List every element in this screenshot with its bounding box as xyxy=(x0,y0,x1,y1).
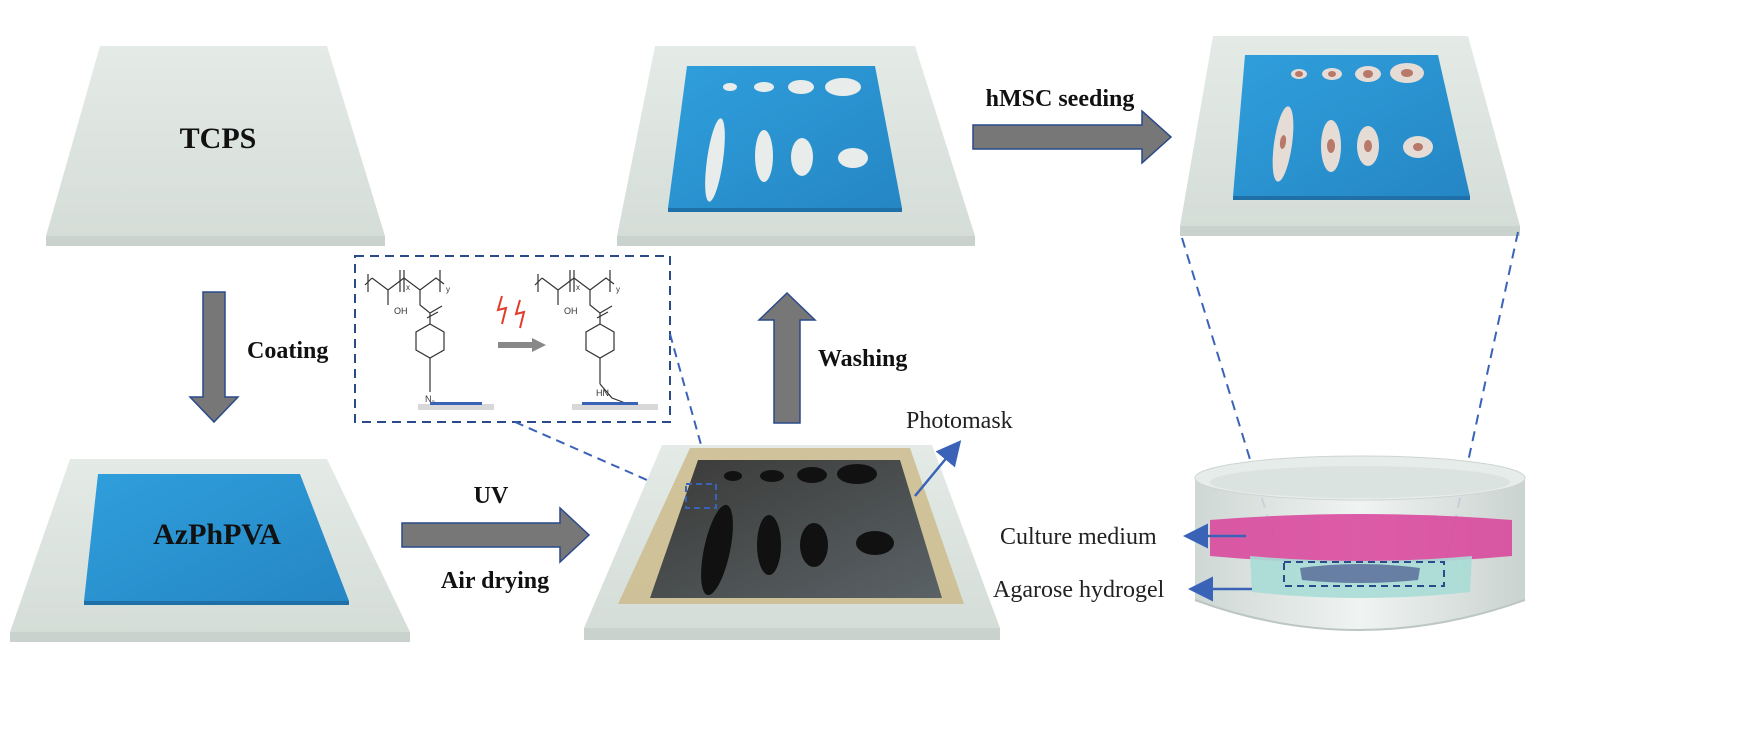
x-label-right: x xyxy=(576,283,580,292)
tcps-label: TCPS xyxy=(180,122,257,155)
cell xyxy=(1390,63,1424,83)
cell xyxy=(1322,68,1342,80)
dish-zoom-box xyxy=(1283,561,1445,587)
culture-dish xyxy=(1194,455,1526,631)
azphpva-label: AzPhPVA xyxy=(153,518,281,551)
culture-medium-label: Culture medium xyxy=(1000,524,1157,550)
washing-label: Washing xyxy=(818,346,907,372)
crosslinked-structure xyxy=(534,270,629,405)
patterned-film xyxy=(668,66,902,208)
photomask-dark-layer xyxy=(650,460,942,598)
photomask-label: Photomask xyxy=(906,408,1013,434)
uv-label: UV xyxy=(474,483,509,509)
coating-arrow xyxy=(188,291,240,424)
chemistry-inset: OH x y N3 OH x y HN xyxy=(354,255,671,423)
coating-label: Coating xyxy=(247,338,328,364)
seeded-substrate xyxy=(1180,36,1520,236)
uv-arrow xyxy=(401,506,591,564)
x-label-left: x xyxy=(406,283,410,292)
tcps-substrate xyxy=(46,46,385,246)
azphpva-substrate xyxy=(10,459,410,642)
azphpva-film xyxy=(84,474,349,601)
cell xyxy=(1321,120,1341,172)
air-drying-label: Air drying xyxy=(441,568,549,594)
zoom-box xyxy=(685,483,717,509)
hn-label: HN xyxy=(596,388,609,398)
uv-lightning-icon xyxy=(496,295,526,329)
cell xyxy=(1291,69,1307,79)
cell xyxy=(1357,126,1379,166)
y-label-left: y xyxy=(446,285,450,294)
cell xyxy=(1355,66,1381,82)
agarose-hydrogel-label: Agarose hydrogel xyxy=(993,577,1165,603)
reaction-arrow xyxy=(498,338,546,352)
patterned-substrate xyxy=(617,46,975,246)
hmsc-seeding-arrow xyxy=(972,109,1173,165)
seeded-film xyxy=(1233,55,1470,196)
oh-label-right: OH xyxy=(564,306,578,316)
cell xyxy=(1403,136,1433,158)
azphpva-structure xyxy=(364,270,445,392)
washing-arrow xyxy=(757,291,817,424)
photomask-pointer xyxy=(914,440,962,497)
culture-medium-layer xyxy=(1210,514,1512,563)
cell xyxy=(1272,106,1294,182)
photomask-substrate xyxy=(584,445,1000,640)
y-label-right: y xyxy=(616,285,620,294)
hmsc-seeding-label: hMSC seeding xyxy=(986,86,1135,112)
oh-label-left: OH xyxy=(394,306,408,316)
